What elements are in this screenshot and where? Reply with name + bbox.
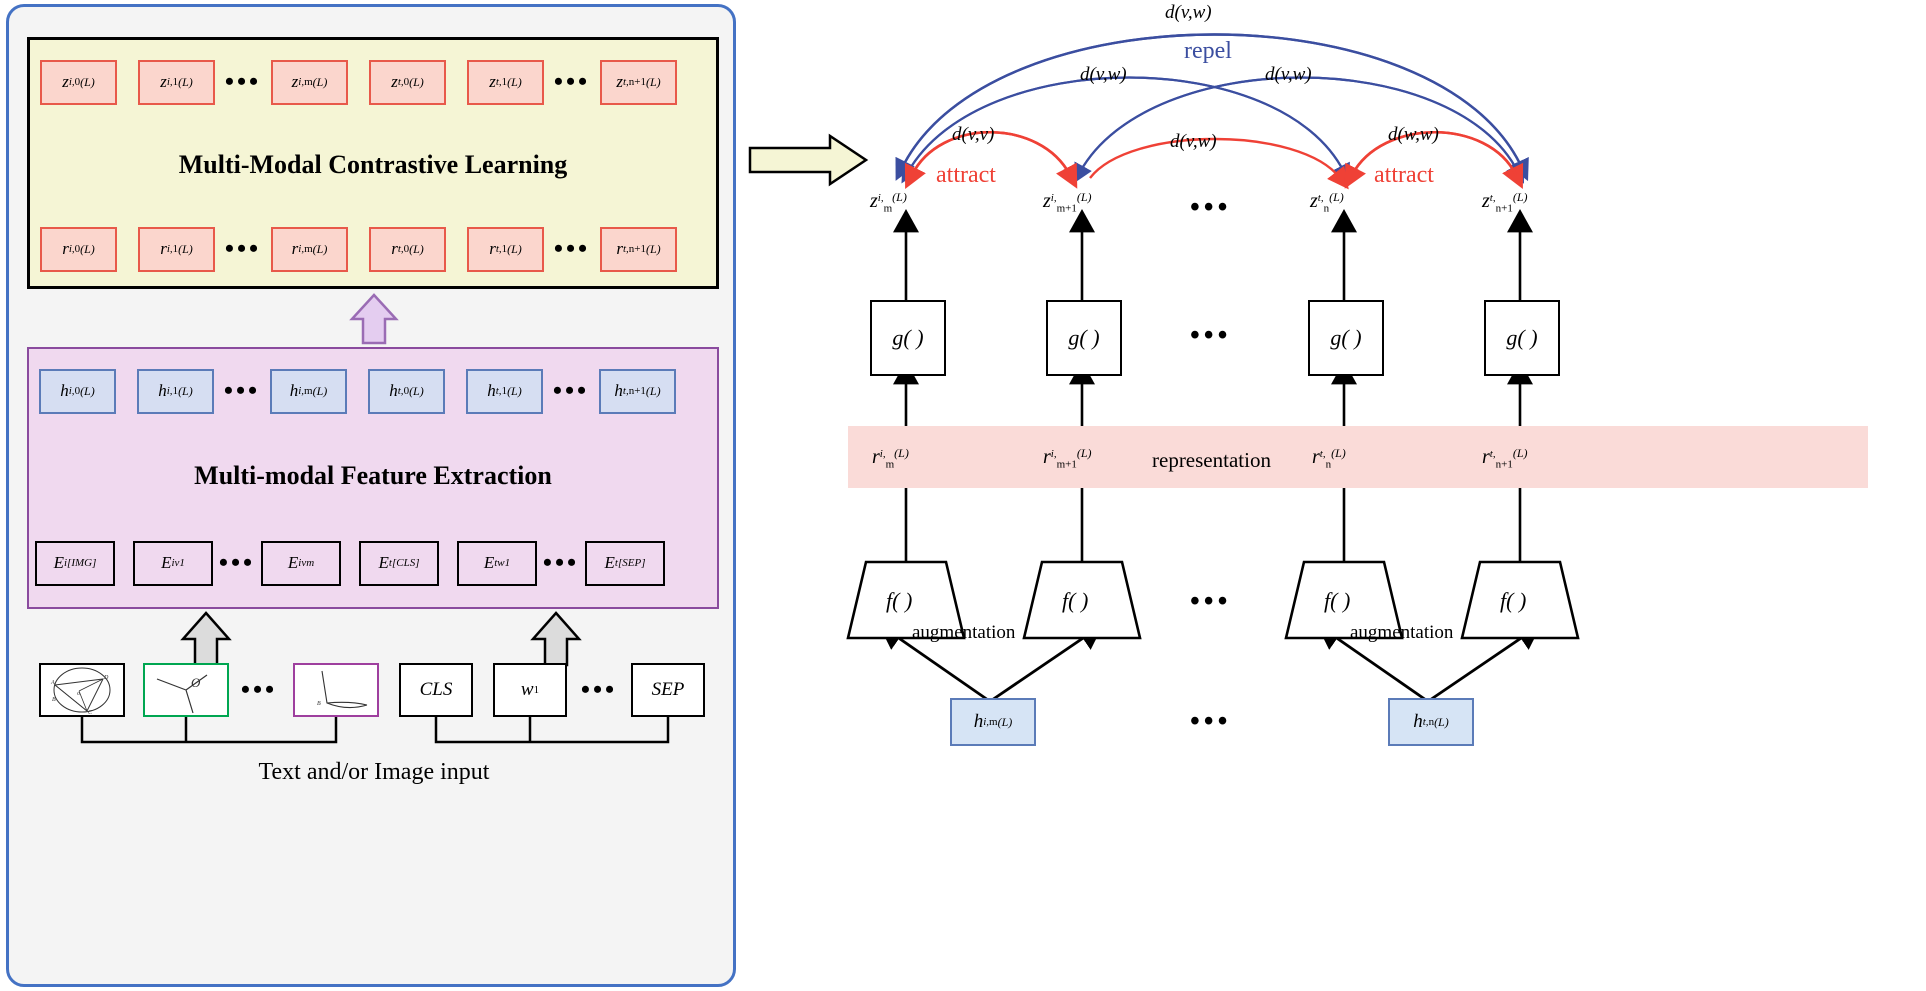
encoder-f-label: f( ) (1324, 588, 1351, 613)
encoder-f-label: f( ) (1062, 588, 1089, 613)
repel-label: repel (1184, 38, 1232, 64)
attract-label-left: attract (936, 162, 996, 188)
z-node-label: zi,m+1(L) (1043, 190, 1092, 215)
g-label: g( ) (1506, 325, 1538, 350)
r-node-label: rt,n(L) (1312, 446, 1346, 471)
purple-up-arrow-icon (349, 293, 399, 345)
svg-text:B: B (317, 701, 321, 707)
ellipsis: ••• (1190, 586, 1232, 617)
input-image-token-1[interactable]: A D B C o (39, 663, 125, 717)
distance-label-inner-right: d(v,w) (1265, 64, 1312, 85)
distance-label-attract-right: d(w,w) (1388, 124, 1439, 145)
representation-label: representation (1152, 448, 1271, 472)
svg-text:o: o (77, 691, 80, 697)
encoder-f-shapes (846, 560, 1580, 640)
sketch-curve-icon: B (317, 670, 368, 709)
ellipsis: ••• (1190, 706, 1232, 737)
projection-head-g: g( ) (1484, 300, 1560, 376)
r-node-label: ri,m+1(L) (1043, 446, 1092, 471)
projection-head-g: g( ) (870, 300, 946, 376)
ellipsis: ••• (1190, 320, 1232, 351)
sketch-circle-icon: A D B C o (50, 667, 111, 716)
r-node-label: rt,n+1(L) (1482, 446, 1528, 471)
attract-label-right: attract (1374, 162, 1434, 188)
feature-block-title: Multi-modal Feature Extraction (194, 461, 552, 490)
svg-text:O: O (191, 675, 201, 690)
input-caption: Text and/or Image input (258, 759, 490, 785)
svg-text:B: B (52, 697, 56, 703)
augmentation-label-right: augmentation (1350, 622, 1454, 643)
distance-label-attract-left: d(v,v) (952, 124, 995, 145)
ellipsis: ••• (1190, 192, 1232, 223)
representation-band (848, 426, 1868, 488)
distance-label-inner-left: d(v,w) (1080, 64, 1127, 85)
projection-head-g: g( ) (1308, 300, 1384, 376)
distance-label-middle: d(v,w) (1170, 131, 1217, 152)
z-node-label: zt,n+1(L) (1482, 190, 1528, 215)
g-label: g( ) (1330, 325, 1362, 350)
transition-arrow-icon (748, 133, 869, 187)
contrastive-block-title: Multi-Modal Contrastive Learning (178, 150, 568, 179)
svg-text:D: D (103, 675, 109, 681)
input-text-token-cls[interactable]: CLS (399, 663, 473, 717)
sketch-angle-icon: O (156, 674, 208, 714)
svg-text:C: C (88, 710, 93, 716)
input-connector-lines (80, 717, 670, 744)
projection-head-g: g( ) (1046, 300, 1122, 376)
g-label: g( ) (892, 325, 924, 350)
z-node-label: zi,m(L) (870, 190, 907, 215)
encoder-f-label: f( ) (886, 588, 913, 613)
ellipsis: ••• (580, 675, 618, 704)
ellipsis: ••• (240, 675, 278, 704)
input-text-token-sep[interactable]: SEP (631, 663, 705, 717)
encoder-f-label: f( ) (1500, 588, 1527, 613)
r-node-label: ri,m(L) (872, 446, 909, 471)
z-node-label: zt,n(L) (1310, 190, 1344, 215)
augmentation-label-left: augmentation (912, 622, 1016, 643)
contrastive-arcs (878, 33, 1542, 702)
g-label: g( ) (1068, 325, 1100, 350)
distance-label-outer-top: d(v,w) (1165, 2, 1212, 23)
input-image-token-2[interactable]: O (143, 663, 229, 717)
contrastive-detail-panel: d(v,w) repel d(v,w) d(v,w) d(v,v) d(v,w)… (740, 0, 1926, 991)
svg-text:A: A (50, 680, 55, 686)
input-image-token-3[interactable]: B (293, 663, 379, 717)
